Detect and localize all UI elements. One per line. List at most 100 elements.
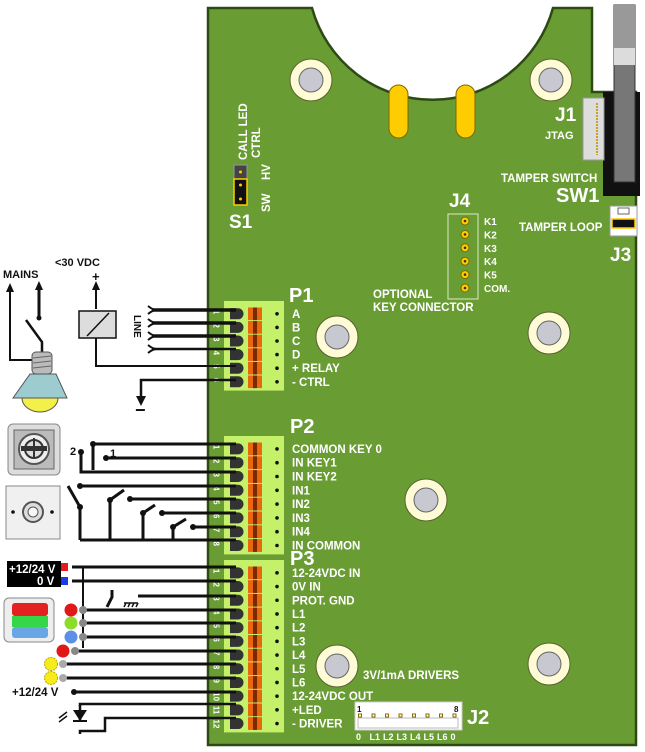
terminal-number: 10	[212, 692, 221, 701]
s1-sw-label: SW	[261, 193, 273, 212]
rgb-led-indicator-icon	[3, 597, 55, 643]
slot-pad	[455, 84, 476, 139]
drivers-label: 3V/1mA DRIVERS	[363, 670, 459, 682]
screw-terminal[interactable]	[230, 718, 244, 730]
j2-pin	[398, 713, 403, 718]
screw-terminal[interactable]	[230, 704, 244, 716]
mount-hole	[404, 478, 448, 522]
p1-title: P1	[289, 285, 313, 307]
mount-hole	[315, 644, 359, 688]
terminal-number: 2	[212, 583, 221, 588]
pin-label: + RELAY	[292, 363, 340, 375]
screw-terminal[interactable]	[230, 349, 244, 361]
j4-pin-label: K4	[484, 257, 497, 268]
screw-terminal[interactable]	[230, 471, 244, 482]
vdc-label: <30 VDC	[55, 257, 100, 269]
pin-label: IN COMMON	[292, 541, 360, 553]
pin-label: B	[292, 322, 300, 334]
terminal-number: 6	[212, 514, 221, 519]
terminal-number: 7	[212, 651, 221, 656]
s1-jumper[interactable]	[233, 164, 248, 206]
p2-contact-dots	[77, 441, 196, 530]
screw-terminal[interactable]	[230, 526, 244, 538]
terminal-number: 8	[212, 665, 221, 670]
j2-pin-label: L1	[370, 732, 381, 742]
line-label: LINE	[131, 315, 142, 338]
j4-pin-label: K5	[484, 271, 497, 282]
screw-terminal[interactable]	[230, 484, 244, 496]
terminal-number: 12	[212, 720, 221, 729]
pin-label: COMMON KEY 0	[292, 444, 382, 456]
screw-terminal[interactable]	[230, 512, 244, 524]
ground-arrow-icon	[136, 396, 146, 406]
mounting-holes	[289, 58, 573, 688]
terminal-number: 4	[212, 610, 221, 615]
pin-label: IN KEY2	[292, 472, 337, 484]
screw-terminal[interactable]	[230, 457, 244, 469]
j3-tamper-loop-jumper[interactable]	[609, 205, 638, 237]
s1-title: S1	[229, 212, 253, 233]
terminal-number: 7	[212, 528, 221, 533]
p1-wiring	[9, 286, 236, 398]
j2-pin	[412, 713, 416, 718]
j2-pin-label: L3	[397, 732, 408, 742]
minus-label: −	[135, 400, 146, 420]
j2-pin-first: 1	[357, 705, 362, 714]
plus-label: +	[92, 269, 100, 284]
screw-terminal[interactable]	[230, 498, 244, 510]
j1-jtag-connector[interactable]	[582, 97, 605, 161]
pin-label: PROT. GND	[292, 595, 355, 607]
pin-label: C	[292, 336, 300, 348]
j2-title: J2	[467, 707, 489, 729]
screw-terminal[interactable]	[230, 567, 244, 579]
j2-pin-label: L5	[424, 732, 435, 742]
terminal-number: 6	[212, 637, 221, 642]
mount-hole	[315, 315, 359, 359]
screw-terminal[interactable]	[230, 443, 244, 455]
j2-pin	[371, 713, 376, 718]
screw-terminal[interactable]	[230, 622, 244, 634]
prot-ground-icon	[123, 602, 139, 608]
terminal-number: 2	[212, 323, 221, 328]
j2-pin-label: L4	[410, 732, 421, 742]
j4-pin-label: COM.	[484, 284, 510, 295]
j4-caption-key-connector: KEY CONNECTOR	[373, 302, 474, 314]
screw-terminal[interactable]	[230, 663, 244, 675]
terminal-number: 3	[212, 596, 221, 601]
pin-label: IN KEY1	[292, 458, 337, 470]
j2-pin-label: 0	[356, 732, 361, 742]
terminal-number: 3	[212, 337, 221, 342]
terminal-number: 11	[212, 706, 221, 715]
screw-terminal[interactable]	[230, 362, 244, 374]
pin-label: 12-24VDC IN	[292, 568, 360, 580]
photodiode-icon	[58, 710, 87, 723]
screw-terminal[interactable]	[230, 540, 244, 551]
j2-connector[interactable]	[354, 701, 463, 731]
terminal-number: 1	[212, 569, 221, 574]
pin-label: IN4	[292, 527, 311, 539]
screw-terminal[interactable]	[230, 581, 244, 593]
vdc-arrow-icon	[92, 281, 100, 290]
push-button-icon	[5, 485, 61, 540]
screw-terminal[interactable]	[230, 635, 244, 647]
led-bulbs	[44, 603, 87, 685]
pin-label: A	[292, 309, 300, 321]
s1-ctrl-label: CTRL	[251, 127, 263, 158]
screw-terminal[interactable]	[230, 376, 244, 388]
slot-pad	[388, 84, 409, 139]
j4-title: J4	[449, 191, 471, 212]
pin-label: L5	[292, 664, 306, 676]
mains-arrow-icon	[35, 281, 43, 290]
terminal-number: 4	[212, 351, 221, 356]
screw-terminal[interactable]	[230, 335, 244, 347]
screw-terminal[interactable]	[230, 676, 244, 688]
pin-label: - CTRL	[292, 377, 330, 389]
pin-label: L2	[292, 623, 305, 635]
s1-call-led-label: CALL LED	[238, 103, 250, 160]
j2-pin-last: 8	[454, 705, 459, 714]
tamper-switch-body	[603, 4, 640, 196]
pin-label: IN1	[292, 485, 311, 497]
